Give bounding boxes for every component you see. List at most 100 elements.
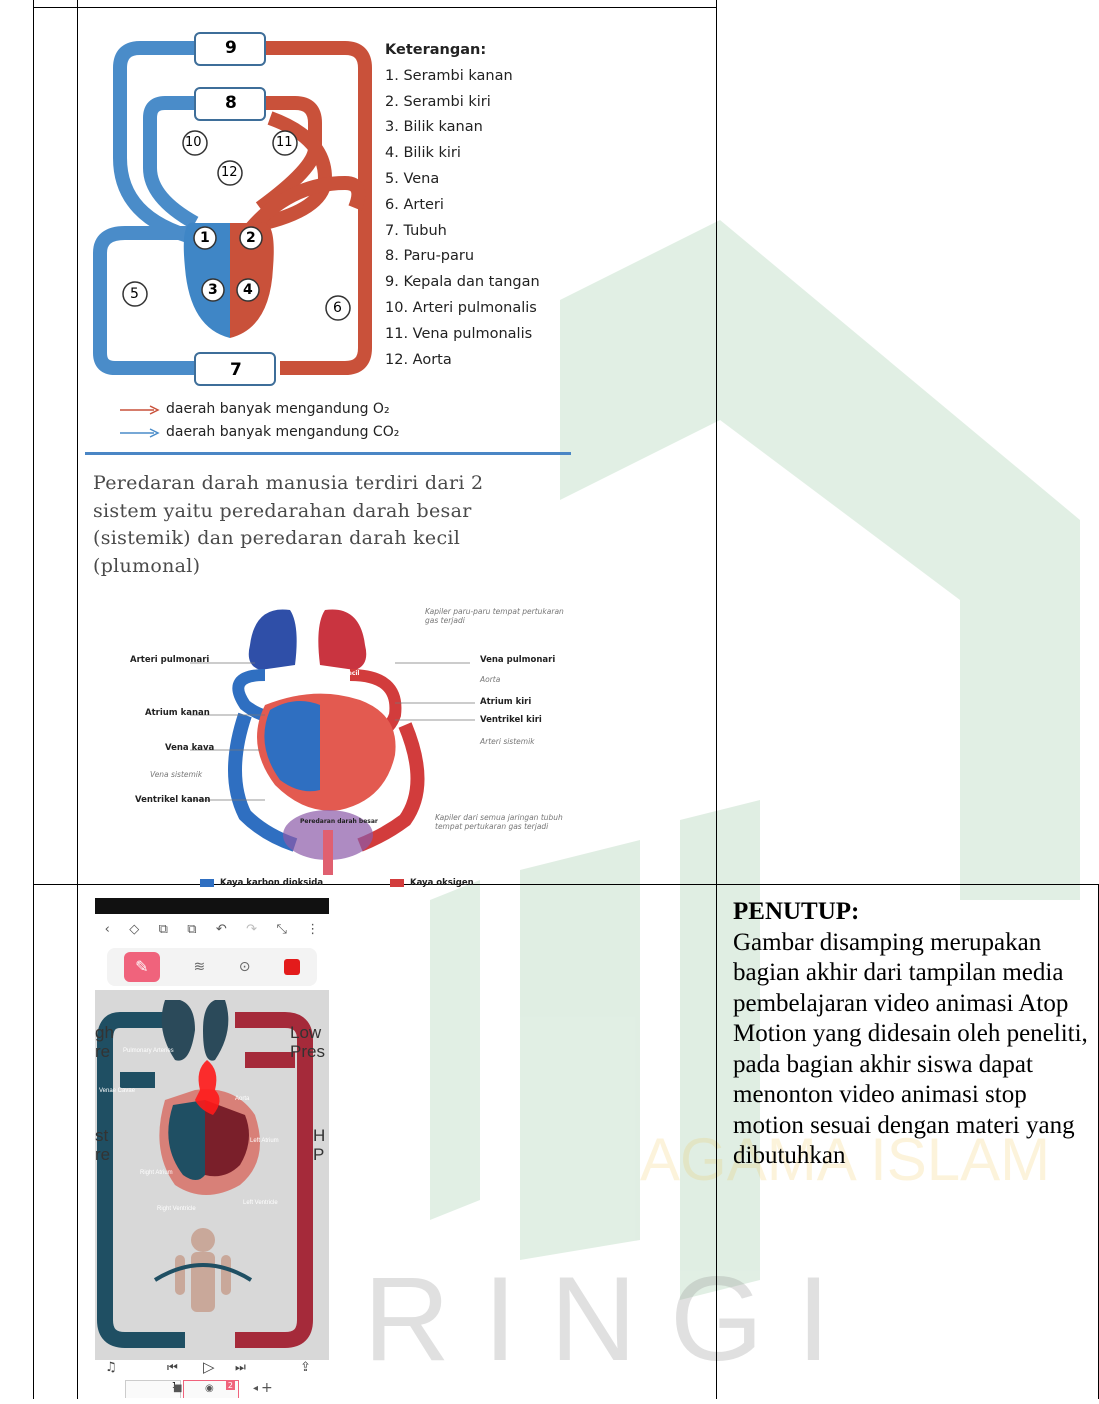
node-2: 2 xyxy=(246,230,256,246)
cut-label-p: P xyxy=(313,1145,324,1165)
paragraph-line: sistem yaitu peredarahan darah besar xyxy=(93,498,573,526)
back-icon[interactable]: ‹ xyxy=(105,922,110,937)
node-4: 4 xyxy=(243,282,253,298)
texture-icon[interactable]: ≋ xyxy=(193,959,205,975)
back-nav-icon[interactable]: ◂ xyxy=(253,1383,258,1394)
label-peredaran-besar: Peredaran darah besar xyxy=(300,818,378,825)
music-icon[interactable]: ♫ xyxy=(105,1360,117,1375)
closing-body: Gambar disamping merupakan bagian akhir … xyxy=(733,929,1088,1170)
legend-item: 8. Paru-paru xyxy=(385,244,575,270)
color-swatch[interactable] xyxy=(284,959,300,975)
closing-section: PENUTUP: Gambar disamping merupakan bagi… xyxy=(733,897,1091,1172)
cut-label-low: Low xyxy=(290,1023,321,1043)
label-peredaran-kecil: Peredaran darah kecil xyxy=(285,670,360,677)
legend-co2-label: Kaya karbon dioksida xyxy=(220,878,323,888)
red-swatch-icon xyxy=(390,879,404,887)
legend-co2: Kaya karbon dioksida xyxy=(200,878,323,888)
size-icon[interactable]: ⊙ xyxy=(239,959,251,975)
label-venae-cavae: Venae Cavae xyxy=(99,1088,135,1094)
legend-item: 4. Bilik kiri xyxy=(385,141,575,167)
blue-arrow-icon xyxy=(120,428,160,438)
redo-icon[interactable]: ↷ xyxy=(246,922,257,937)
cut-label-high: gh xyxy=(95,1023,114,1043)
red-arrow-icon xyxy=(120,405,160,415)
resize-icon[interactable]: ⤡ xyxy=(276,922,286,937)
label-kapiler-paru: Kapiler paru-paru tempat pertukaran gas … xyxy=(425,607,565,625)
label-right-ventricle: Right Ventricle xyxy=(157,1206,196,1212)
node-11: 11 xyxy=(276,135,293,150)
node-10: 10 xyxy=(185,135,202,150)
node-1: 1 xyxy=(200,230,210,246)
undo-icon[interactable]: ↶ xyxy=(216,922,227,937)
legend-item: 5. Vena xyxy=(385,167,575,193)
paste-icon[interactable]: ⧉ xyxy=(187,922,196,937)
label-kapiler-tubuh: Kapiler dari semua jaringan tubuh tempat… xyxy=(435,813,570,831)
legend-item: 1. Serambi kanan xyxy=(385,64,575,90)
recents-icon[interactable]: ■ xyxy=(173,1383,182,1394)
blue-swatch-icon xyxy=(200,879,214,887)
brush-button[interactable]: ✎ xyxy=(124,952,160,982)
node-3: 3 xyxy=(208,282,218,298)
brush-icon: ✎ xyxy=(135,957,148,977)
svg-text:E R I N G I: E R I N G I xyxy=(250,1252,830,1386)
label-vena-kava: Vena kava xyxy=(165,743,214,753)
node-6: 6 xyxy=(333,300,342,316)
node-12: 12 xyxy=(221,165,238,180)
node-8: 8 xyxy=(225,93,237,113)
cut-label-pressure: re xyxy=(95,1042,110,1062)
legend-o2: Kaya oksigen xyxy=(390,878,474,888)
paragraph-line: (sistemik) dan peredaran darah kecil xyxy=(93,525,573,553)
divider-rule xyxy=(85,452,571,455)
status-bar xyxy=(95,898,329,914)
circulation-diagram: 9 8 10 11 12 1 2 3 4 5 6 7 Keterangan: 1… xyxy=(85,8,555,453)
label-left-ventricle: Left Ventricle xyxy=(243,1200,278,1206)
legend-item: 2. Serambi kiri xyxy=(385,90,575,116)
description-paragraph: Peredaran darah manusia terdiri dari 2 s… xyxy=(93,470,573,580)
paragraph-line: Peredaran darah manusia terdiri dari 2 xyxy=(93,470,573,498)
legend-item: 3. Bilik kanan xyxy=(385,115,575,141)
label-ventrikel-kiri: Ventrikel kiri xyxy=(480,715,542,725)
label-left-atrium: Left Atrium xyxy=(250,1138,279,1144)
more-icon[interactable]: ⋮ xyxy=(306,922,319,937)
node-5: 5 xyxy=(130,286,139,302)
legend-item: 6. Arteri xyxy=(385,193,575,219)
legend-o2-label: Kaya oksigen xyxy=(410,878,474,888)
arrow-key: daerah banyak mengandung O₂ daerah banya… xyxy=(120,398,399,444)
label-vena-sistemik: Vena sistemik xyxy=(150,770,202,779)
eraser-icon[interactable]: ◇ xyxy=(129,922,139,937)
android-nav-bar: ■ ◉ ◂ xyxy=(173,1383,273,1397)
share-icon[interactable]: ⇪ xyxy=(300,1360,311,1375)
play-icon[interactable]: ▷ xyxy=(203,1358,215,1376)
drawing-tools: ✎ ≋ ⊙ xyxy=(107,948,317,986)
legend-panel: Keterangan: 1. Serambi kanan 2. Serambi … xyxy=(385,38,575,373)
legend-item: 10. Arteri pulmonalis xyxy=(385,296,575,322)
label-aorta: Aorta xyxy=(235,1096,249,1102)
oxygen-key-label: daerah banyak mengandung O₂ xyxy=(166,398,390,421)
cut-label-pres: Pres xyxy=(290,1042,325,1062)
legend-item: 12. Aorta xyxy=(385,348,575,374)
home-icon[interactable]: ◉ xyxy=(205,1383,214,1394)
closing-title: PENUTUP: xyxy=(733,897,1091,928)
cut-label-lowest: st xyxy=(95,1126,108,1146)
label-arteri-sistemik: Arteri sistemik xyxy=(480,737,535,746)
label-pulmonary-arteries: Pulmonary Arteries xyxy=(123,1048,174,1054)
label-ventrikel-kanan: Ventrikel kanan xyxy=(135,795,210,805)
legend-heading: Keterangan: xyxy=(385,38,575,64)
legend-item: 11. Vena pulmonalis xyxy=(385,322,575,348)
cut-label-h: H xyxy=(313,1126,325,1146)
first-frame-icon[interactable]: ⏮ xyxy=(167,1360,178,1375)
node-7: 7 xyxy=(230,360,242,380)
copy-icon[interactable]: ⧉ xyxy=(159,922,168,937)
cut-label-pressure-2: re xyxy=(95,1145,110,1165)
label-right-atrium: Right Atrium xyxy=(140,1170,173,1176)
editor-toolbar: ‹ ◇ ⧉ ⧉ ↶ ↷ ⤡ ⋮ xyxy=(95,916,329,942)
app-screenshot: ‹ ◇ ⧉ ⧉ ↶ ↷ ⤡ ⋮ ✎ ≋ ⊙ xyxy=(95,898,329,1398)
legend-item: 7. Tubuh xyxy=(385,219,575,245)
co2-key-label: daerah banyak mengandung CO₂ xyxy=(166,421,399,444)
label-arteri-pulmonari: Arteri pulmonari xyxy=(130,655,209,665)
label-aorta: Aorta xyxy=(480,675,500,684)
last-frame-icon[interactable]: ⏭ xyxy=(235,1360,246,1375)
paragraph-line: (plumonal) xyxy=(93,553,573,581)
node-9: 9 xyxy=(225,38,237,58)
legend-item: 9. Kepala dan tangan xyxy=(385,270,575,296)
